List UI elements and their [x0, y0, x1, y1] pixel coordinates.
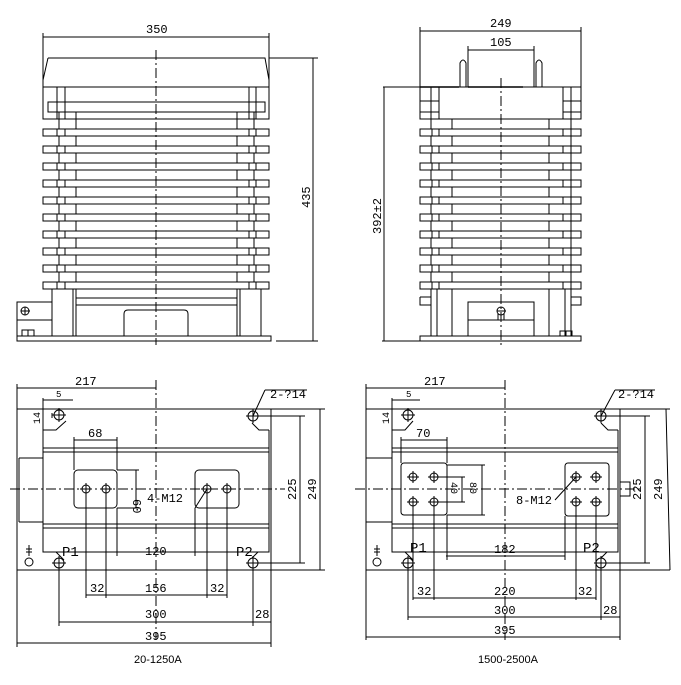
fin-ribs — [431, 129, 572, 136]
dim-217: 217 — [424, 375, 446, 389]
dim-300: 300 — [145, 608, 167, 622]
side-top-dim: 105 — [490, 36, 512, 50]
fin-ribs — [431, 146, 572, 153]
terminal-p1: P1 — [410, 541, 427, 557]
dim-249: 249 — [306, 478, 320, 500]
terminal-p2: P2 — [236, 545, 253, 561]
mounting-hole-cross — [401, 408, 415, 422]
terminal-p2: P2 — [583, 541, 600, 557]
bolt-hole-m12-cross — [201, 483, 213, 495]
bolt-label: 4-M12 — [147, 492, 183, 506]
fin-ribs — [431, 180, 572, 187]
dim-32b: 32 — [210, 582, 224, 596]
dim-182: 182 — [494, 543, 516, 557]
dim-60: 60 — [129, 499, 143, 513]
ground-symbol-icon — [374, 545, 380, 556]
fin-ribs — [56, 282, 257, 289]
fin-ribs — [56, 129, 257, 136]
bolt-hole-m12-cross — [221, 483, 233, 495]
dim-80: 80 — [466, 482, 477, 494]
fin-ribs — [431, 282, 572, 289]
front-width-dim: 350 — [146, 23, 168, 37]
fin-ribs — [56, 146, 257, 153]
side-width-dim: 249 — [490, 17, 512, 31]
fin-ribs — [431, 214, 572, 221]
dim-32a: 32 — [417, 585, 431, 599]
fin-ribs — [431, 197, 572, 204]
fin-ribs — [56, 180, 257, 187]
front-view: 350 435 — [16, 23, 318, 345]
bolt-hole-m12-cross — [590, 471, 602, 483]
dim-14: 14 — [382, 412, 393, 424]
dim-32a: 32 — [90, 582, 104, 596]
mounting-hole-cross — [401, 556, 415, 570]
plan-view-1250a — [10, 380, 325, 647]
fin-ribs — [56, 265, 257, 272]
fin-ribs — [56, 214, 257, 221]
bolt-hole-m12-cross — [407, 471, 419, 483]
dim-32b: 32 — [578, 585, 592, 599]
fin-ribs — [431, 265, 572, 272]
mounting-hole-cross — [52, 408, 66, 422]
ground-nut-icon — [24, 557, 34, 567]
caption-1250a: 20-1250A — [134, 654, 182, 666]
dim-5: 5 — [56, 390, 61, 400]
dim-300: 300 — [494, 604, 516, 618]
mounting-hole-cross — [246, 409, 260, 423]
fin-ribs — [56, 248, 257, 255]
fin-ribs — [431, 163, 572, 170]
bolt-hole-m12-cross — [407, 496, 419, 508]
fin-ribs — [56, 231, 257, 238]
bolt-label: 8-M12 — [516, 494, 552, 508]
bolt-hole-m12-cross — [100, 483, 112, 495]
dim-249: 249 — [652, 478, 666, 500]
dim-68: 68 — [88, 427, 102, 441]
bolt-hole-m12-cross — [428, 496, 440, 508]
terminal-p1: P1 — [62, 545, 79, 561]
dim-28: 28 — [255, 608, 269, 622]
bolt-hole-m12-cross — [428, 471, 440, 483]
bolt-hole-m12-cross — [570, 496, 582, 508]
hole-label: 2-?14 — [618, 388, 654, 402]
fin-ribs — [431, 248, 572, 255]
dim-120: 120 — [145, 545, 167, 559]
dim-5: 5 — [406, 390, 411, 400]
dim-395: 395 — [145, 630, 167, 644]
mounting-hole-cross — [246, 556, 260, 570]
dim-217: 217 — [75, 375, 97, 389]
dim-220: 220 — [494, 585, 516, 599]
dim-156: 156 — [145, 582, 167, 596]
caption-2500a: 1500-2500A — [478, 654, 539, 666]
dim-40: 40 — [447, 482, 458, 494]
fin-ribs — [431, 231, 572, 238]
dim-225: 225 — [286, 478, 300, 500]
mounting-hole-cross — [594, 556, 608, 570]
side-view: 249 105 392±2 — [371, 17, 582, 345]
mounting-hole-cross — [52, 556, 66, 570]
dim-28: 28 — [603, 604, 617, 618]
plan-view-2500a — [355, 380, 671, 640]
dim-225: 225 — [631, 478, 645, 500]
bolt-hole-m12-cross — [570, 471, 582, 483]
dim-395: 395 — [494, 624, 516, 638]
front-height-dim: 435 — [300, 186, 314, 208]
dim-70: 70 — [416, 427, 430, 441]
fin-ribs — [56, 197, 257, 204]
fin-ribs — [56, 163, 257, 170]
dim-14: 14 — [33, 412, 44, 424]
ground-nut-icon — [372, 557, 382, 567]
side-height-dim: 392±2 — [371, 198, 385, 234]
ground-symbol-icon — [26, 545, 32, 556]
bolt-hole-m12-cross — [80, 483, 92, 495]
hole-label: 2-?14 — [270, 388, 306, 402]
mounting-hole-cross — [594, 409, 608, 423]
bolt-hole-m12-cross — [590, 496, 602, 508]
